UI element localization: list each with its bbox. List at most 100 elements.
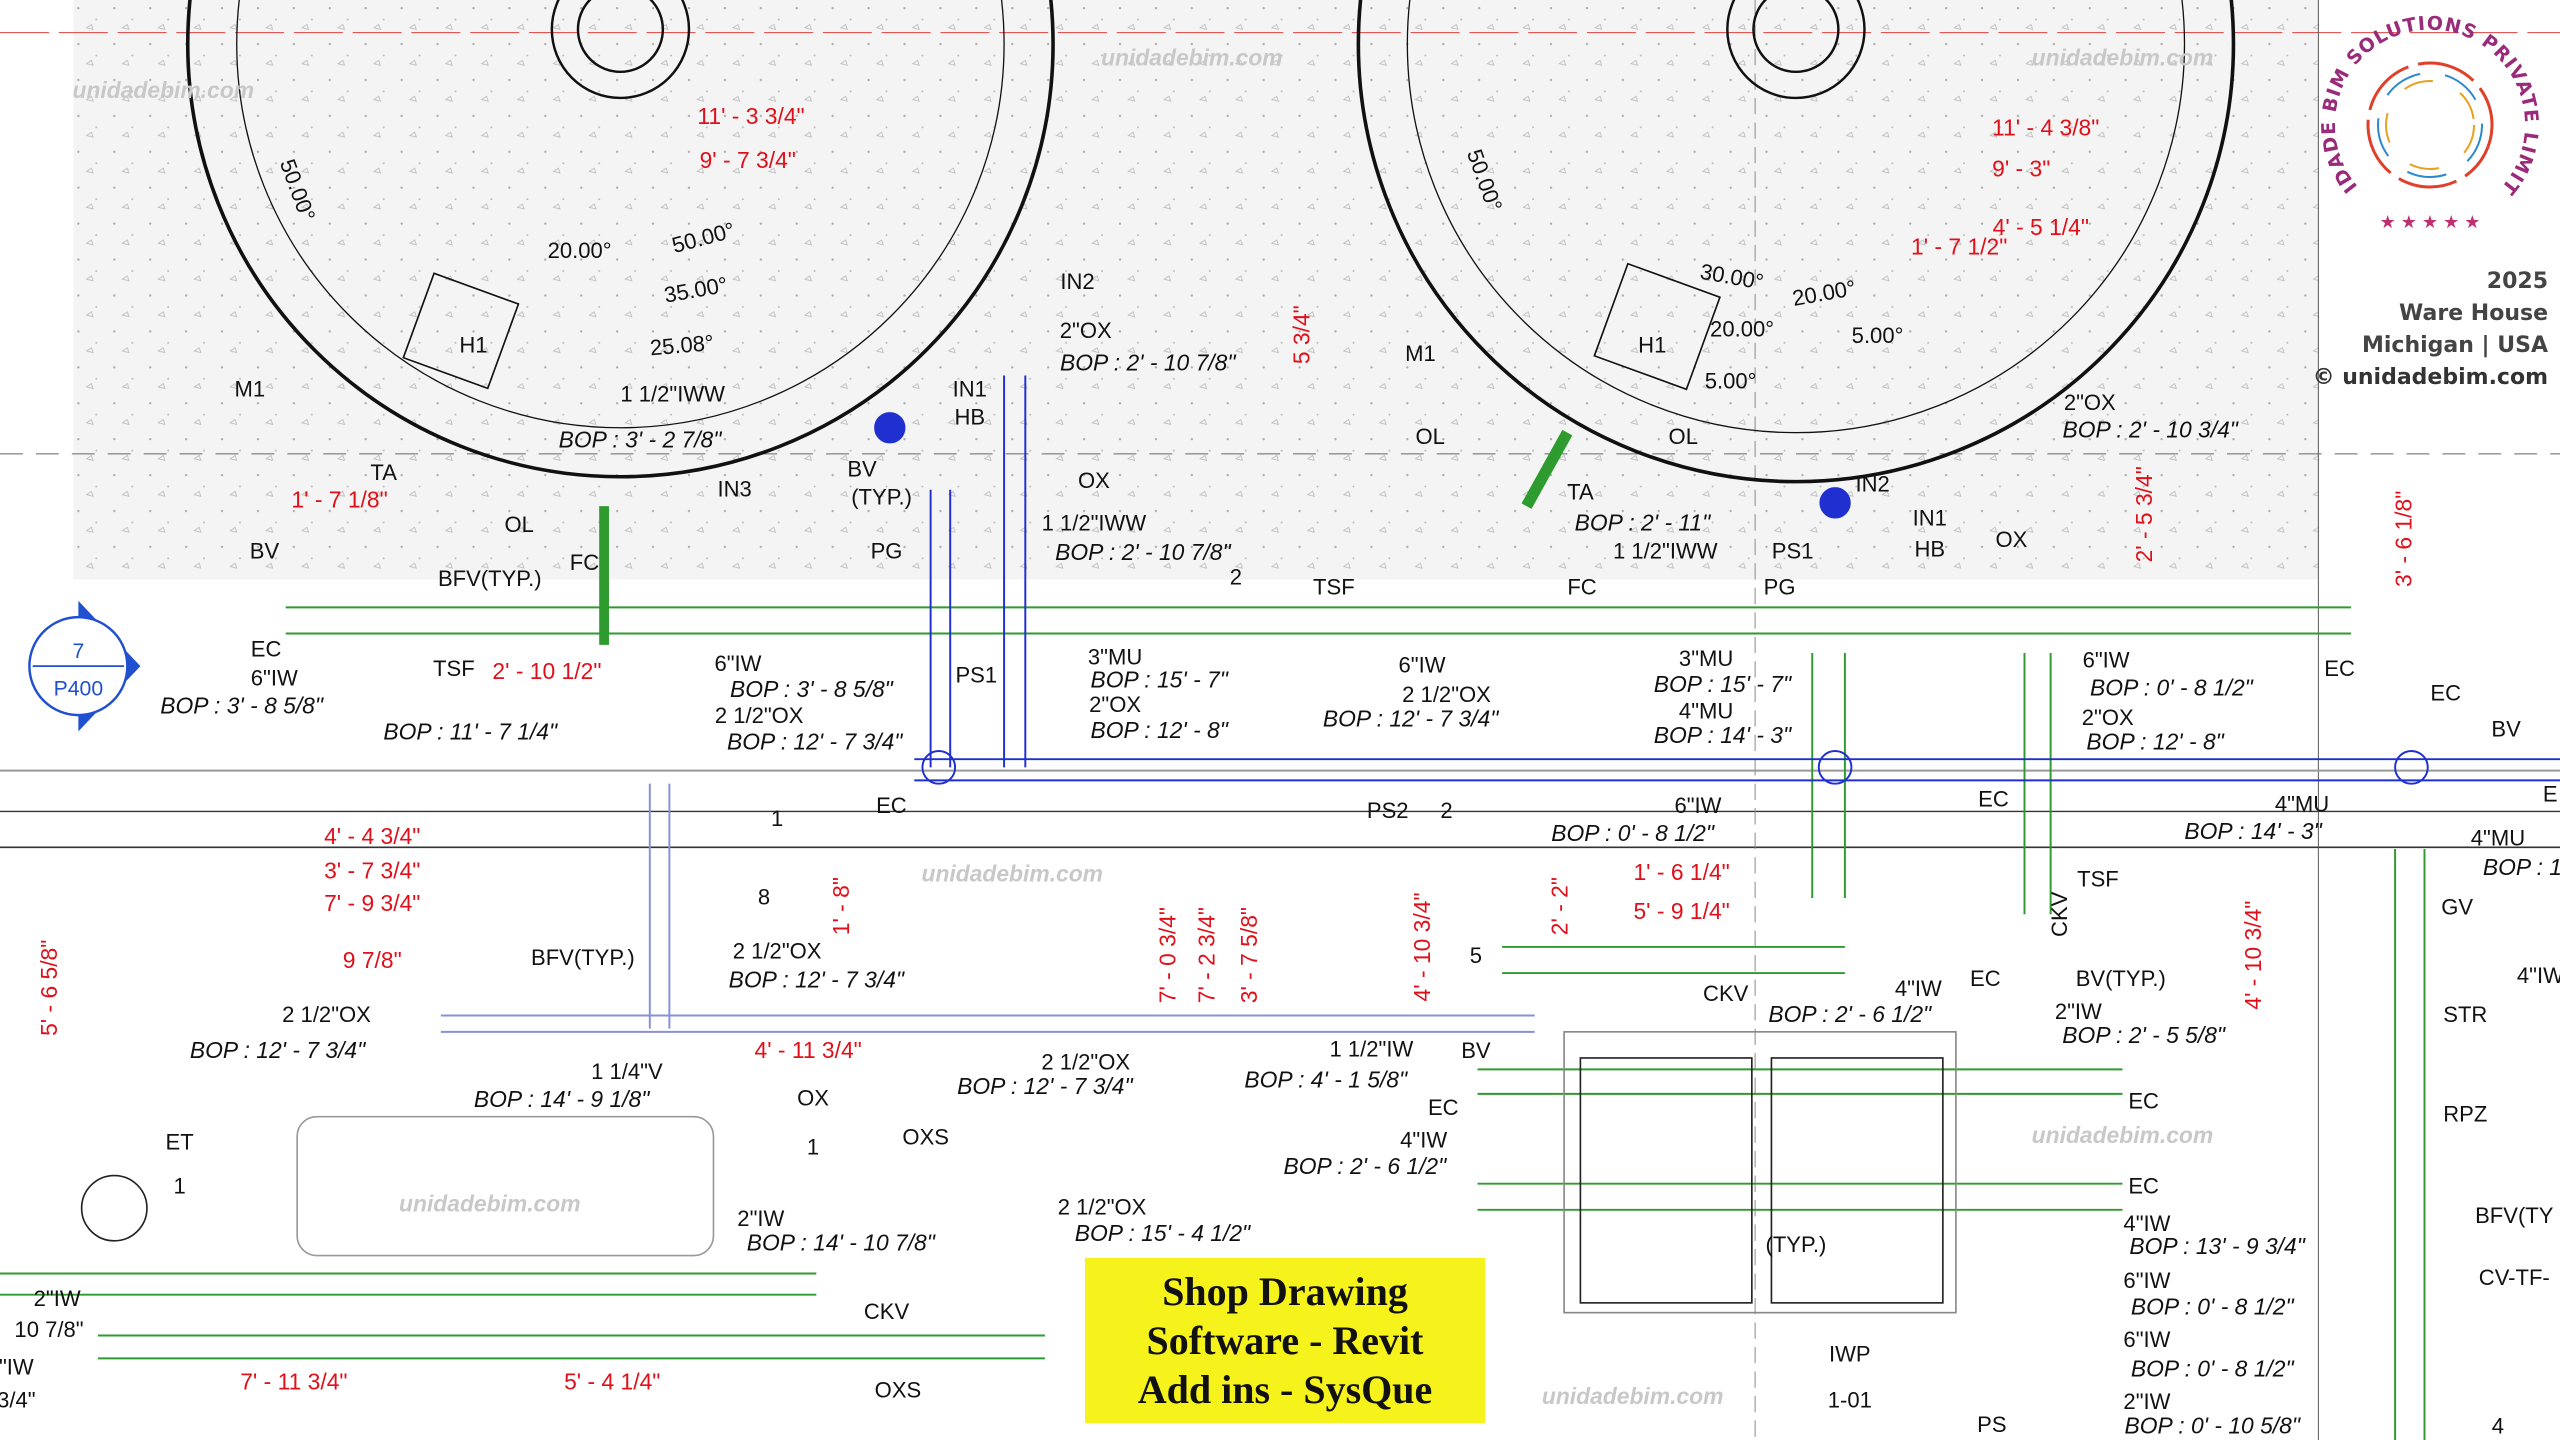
component-tag: PS1 [955, 662, 997, 687]
component-tag: OL [504, 512, 533, 537]
component-tag: 3/4" [0, 1387, 36, 1412]
component-tag: 20.00° [1710, 316, 1774, 341]
bop-elevation-label: BOP : 15' - 7" [1654, 671, 1792, 697]
component-tag: 20.00° [548, 238, 612, 263]
hands-circle-logo-icon: ★ ★ ★ ★ ★ UNIDADE BIM SOLUTIONS PRIVATE … [2300, 0, 2541, 232]
bop-elevation-label: BOP : 1 [2483, 854, 2560, 880]
watermark-text: unidadebim.com [2032, 1122, 2214, 1148]
bop-elevation-label: BOP : 13' - 9 3/4" [2129, 1233, 2305, 1259]
component-tag: 2 1/2"OX [1402, 682, 1491, 707]
dimension-label: 3' - 7 3/4" [324, 857, 420, 883]
dimension-label: 11' - 3 3/4" [697, 103, 804, 129]
component-tag: 3"MU [1679, 646, 1733, 671]
component-tag: OL [1416, 424, 1445, 449]
component-tag: 1-01 [1828, 1387, 1872, 1412]
component-tag: GV [2441, 894, 2473, 919]
bop-elevation-label: BOP : 3' - 8 5/8" [730, 676, 894, 702]
component-tag: 1 1/2"IW [1330, 1036, 1414, 1061]
bop-elevation-label: BOP : 12' - 7 3/4" [1323, 706, 1499, 732]
bop-elevation-label: BOP : 12' - 7 3/4" [190, 1037, 366, 1063]
bop-elevation-label: BOP : 2' - 5 5/8" [2062, 1022, 2226, 1048]
bop-elevation-label: BOP : 3' - 8 5/8" [160, 692, 324, 718]
watermark-text: unidadebim.com [1542, 1383, 1724, 1409]
component-tag: EC [2324, 656, 2355, 681]
component-tag: PG [1764, 574, 1796, 599]
component-tag: 2"IW [2055, 999, 2102, 1024]
bop-elevation-label: BOP : 2' - 10 7/8" [1055, 539, 1231, 565]
dimension-label: 4' - 11 3/4" [755, 1037, 862, 1063]
component-tag: 4"MU [2471, 826, 2525, 851]
component-tag: EC [2430, 680, 2461, 705]
dimension-label: 11' - 4 3/8" [1992, 115, 2099, 141]
component-tag: 2"OX [2064, 390, 2116, 415]
component-tag: 4"MU [1679, 698, 1733, 723]
component-tag: IWP [1829, 1342, 1871, 1367]
dimension-label: 1' - 8" [828, 877, 854, 935]
component-tag: STR [2443, 1002, 2487, 1027]
dimension-label: 7' - 2 3/4" [1194, 907, 1220, 1003]
bop-labels: BOP : 3' - 2 7/8"BOP : 2' - 10 7/8"BOP :… [160, 350, 2560, 1439]
watermark-text: unidadebim.com [399, 1190, 581, 1216]
tank-right [1356, 0, 2236, 484]
component-tag: EC [1978, 787, 2009, 812]
component-tag: 25.08° [649, 330, 715, 360]
section-callout[interactable]: 7 P400 [28, 600, 141, 732]
tank-left [186, 0, 1055, 479]
component-tag: 6"IW [2123, 1268, 2170, 1293]
bop-elevation-label: BOP : 0' - 8 1/2" [1551, 820, 1715, 846]
dimension-label: 1' - 6 1/4" [1633, 859, 1729, 885]
promo-banner: Shop Drawing Software - Revit Add ins - … [1085, 1258, 1485, 1423]
component-tag: 1 [173, 1173, 185, 1198]
component-tag: BV [2491, 716, 2521, 741]
logo-ring-text-path: UNIDADE BIM SOLUTIONS PRIVATE LIMITED [2300, 0, 2541, 199]
dimension-label: 1' - 7 1/8" [291, 487, 387, 513]
component-tag: BV [250, 538, 280, 563]
component-tag: 2 1/2"OX [1058, 1195, 1147, 1220]
callout-sheet: P400 [54, 678, 104, 701]
component-tag: TSF [2077, 867, 2119, 892]
bop-elevation-label: BOP : 12' - 8" [1091, 717, 1229, 743]
bop-elevation-label: BOP : 2' - 11" [1575, 510, 1712, 536]
dimension-label: 5 3/4" [1288, 305, 1314, 364]
dimension-label: 4' - 4 3/4" [324, 823, 420, 849]
component-tag: 2"OX [1060, 318, 1112, 343]
component-tag: 8 [758, 884, 770, 909]
concrete-pad-areas [73, 0, 2319, 580]
component-tag: EC [2128, 1089, 2159, 1114]
component-tag: 2 1/2"OX [1041, 1049, 1130, 1074]
logo-project: Ware House [2399, 301, 2548, 326]
component-tag: 5.00° [1852, 323, 1904, 348]
component-tag: PS1 [1772, 538, 1814, 563]
bop-elevation-label: BOP : 14' - 9 1/8" [474, 1086, 650, 1112]
component-tag: 2 1/2"OX [733, 938, 822, 963]
component-tag: 4 [2492, 1413, 2504, 1438]
component-tag: 4"IW [2123, 1211, 2170, 1236]
dimension-label: 5' - 6 5/8" [36, 940, 62, 1036]
bop-elevation-label: BOP : 2' - 10 7/8" [1060, 350, 1236, 376]
dimension-label: 9' - 7 3/4" [700, 147, 796, 173]
bop-elevation-label: BOP : 12' - 8" [2086, 728, 2224, 754]
logo-website: © unidadebim.com [2312, 365, 2548, 390]
component-tag: 6"IW [1674, 793, 1721, 818]
component-tag: IN2 [1856, 471, 1890, 496]
watermark-text: unidadebim.com [1101, 44, 1283, 70]
component-tag: RPZ [2443, 1102, 2487, 1127]
component-tag: EC [876, 793, 907, 818]
component-tag: HB [1914, 537, 1945, 562]
logo-location: Michigan | USA [2361, 333, 2548, 358]
component-tag: 2 1/2"OX [282, 1002, 371, 1027]
bop-elevation-label: BOP : 0' - 10 5/8" [2125, 1412, 2301, 1438]
component-tag: 1 1/2"IWW [620, 382, 725, 407]
equipment-tank-et [80, 1115, 715, 1257]
component-tag: PS [1977, 1412, 2006, 1437]
component-tag: 4"IW [1400, 1128, 1447, 1153]
bop-elevation-label: BOP : 15' - 7" [1091, 666, 1229, 692]
component-tag: 4"IW [2517, 963, 2560, 988]
bop-elevation-label: BOP : 14' - 10 7/8" [747, 1230, 936, 1256]
component-tag: 10 7/8" [14, 1317, 83, 1342]
component-tag: FC [570, 550, 599, 575]
component-tag: OL [1669, 424, 1698, 449]
company-logo: ★ ★ ★ ★ ★ UNIDADE BIM SOLUTIONS PRIVATE … [2300, 0, 2560, 400]
